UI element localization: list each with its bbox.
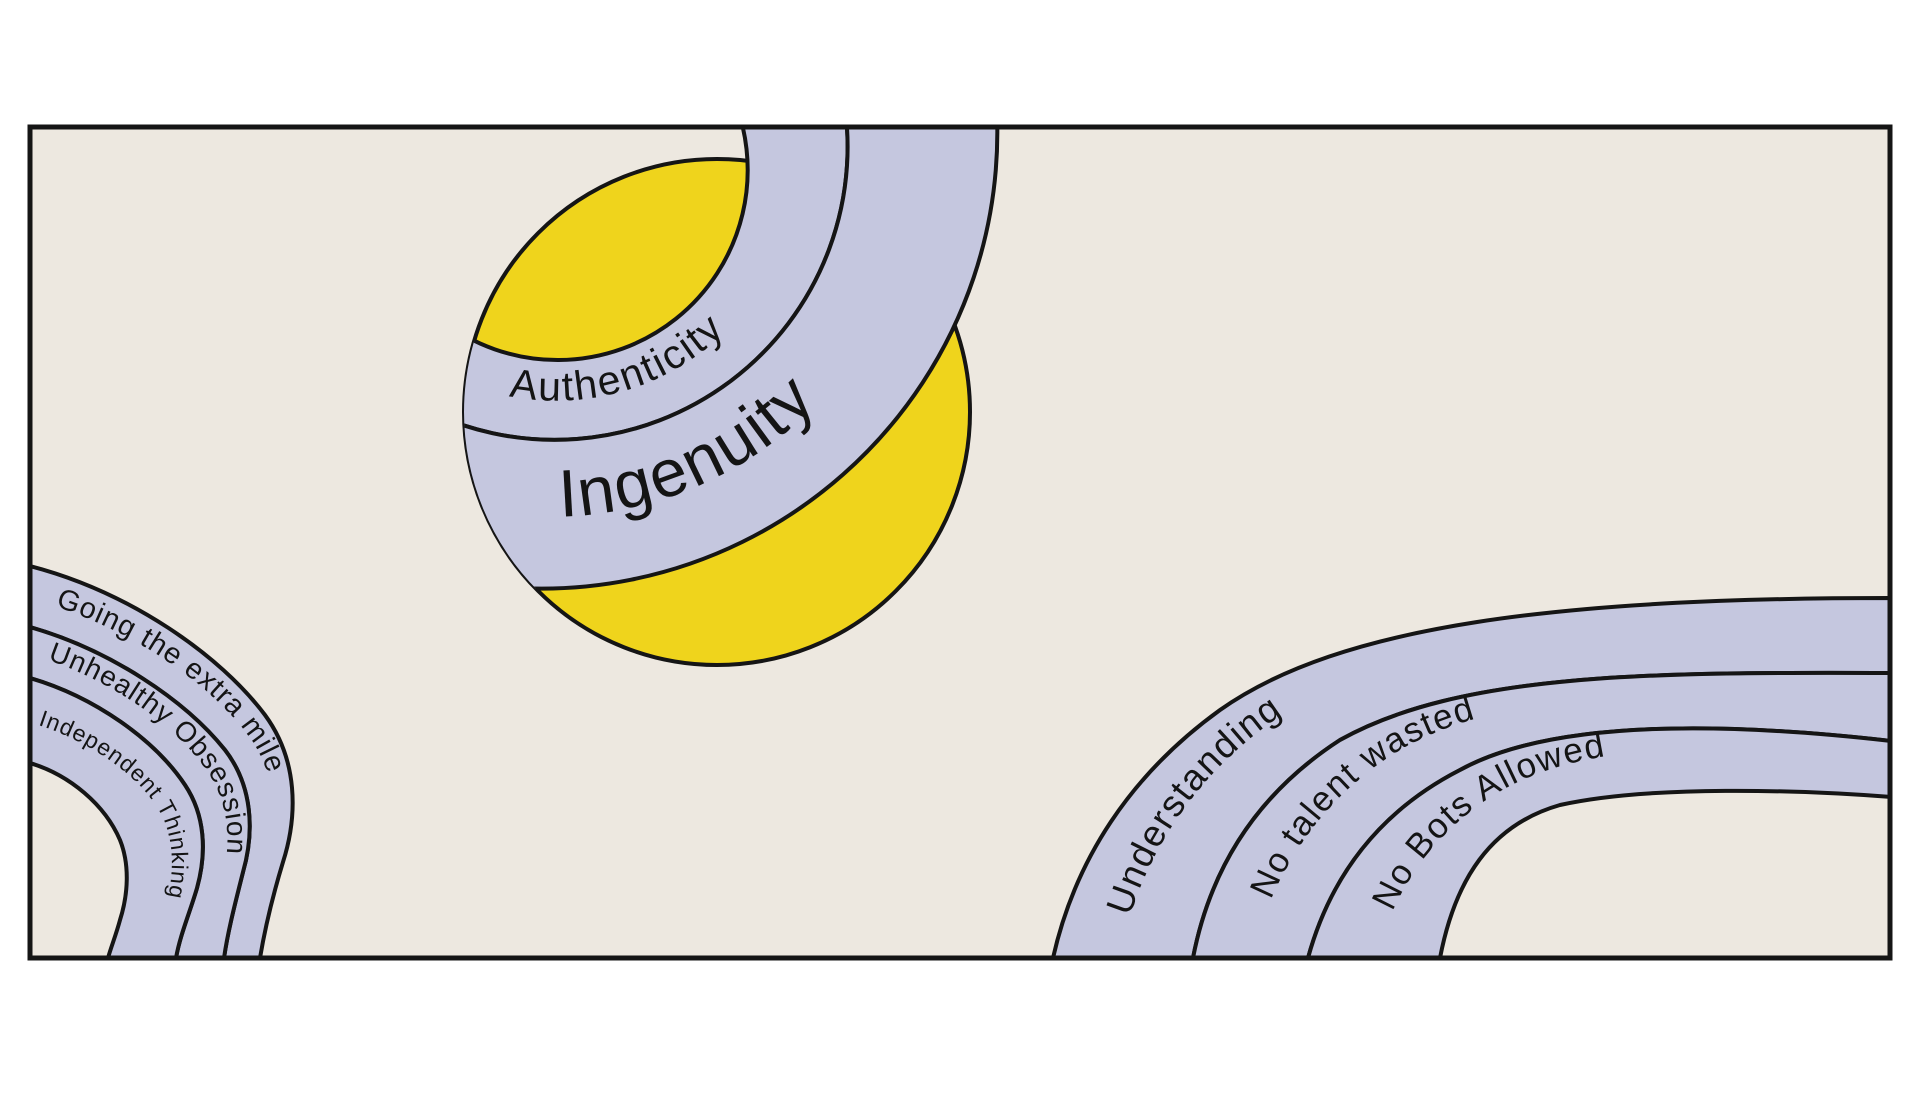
band-no-bots-allowed bbox=[1305, 726, 1890, 958]
frame-border bbox=[27, 124, 1893, 961]
top-motif: Authenticity Ingenuity bbox=[462, 127, 1000, 667]
band-ingenuity bbox=[464, 127, 1000, 591]
